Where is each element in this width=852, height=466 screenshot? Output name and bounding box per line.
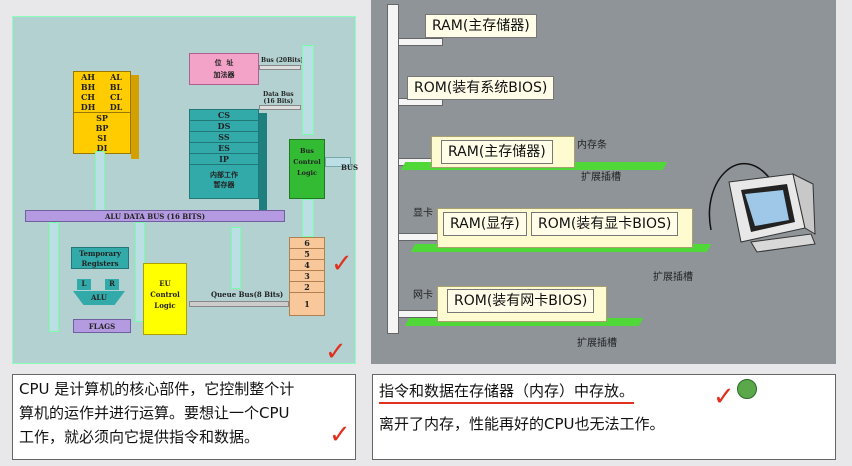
reg-ah: AH — [81, 72, 95, 82]
alu-data-bus: ALU DATA BUS (16 BITS) — [25, 210, 285, 222]
reg-bl: BL — [109, 82, 123, 92]
cpu-description: CPU 是计算机的核心部件，它控制整个计 算机的运作并进行运算。要想让一个CPU… — [12, 374, 356, 460]
segment-registers: CS DS SS ES IP 内部工作 暂存器 — [189, 109, 259, 199]
checkmark-annotation: ✓ — [331, 249, 353, 279]
reg-bp: BP — [95, 123, 109, 133]
reg-ip: IP — [190, 154, 258, 165]
flags-register: FLAGS — [73, 319, 131, 333]
queue-2: 2 — [290, 282, 324, 293]
alu-r: R — [105, 279, 119, 290]
expansion-slot-label: 扩展插槽 — [653, 272, 693, 283]
alu-l: L — [77, 279, 91, 290]
reg-es: ES — [190, 143, 258, 154]
cpu-text-line-1: CPU 是计算机的核心部件，它控制整个计 — [19, 380, 295, 398]
cpu-text-line-3: 工作，就必须向它提供指令和数据。 — [19, 428, 260, 446]
reg-ch: CH — [81, 92, 95, 102]
queue-5: 5 — [290, 249, 324, 260]
ram-stick-box: RAM(主存储器) — [441, 140, 553, 164]
system-bus — [387, 4, 399, 334]
reg-cl: CL — [110, 92, 122, 102]
gpu-ram-box: RAM(显存) — [443, 212, 527, 236]
checkmark-annotation: ✓ — [713, 382, 735, 412]
bus-label: BUS — [341, 163, 359, 172]
ram-main-box: RAM(主存储器) — [425, 14, 537, 38]
cursor-indicator — [737, 379, 757, 399]
queue-1: 1 — [304, 299, 310, 309]
reg-ss: SS — [190, 132, 258, 143]
queue-3: 3 — [290, 271, 324, 282]
memory-text-line-1: 指令和数据在存储器（内存）中存放。 — [379, 380, 635, 404]
queue-6: 6 — [290, 238, 324, 249]
internal-temp-register: 内部工作 暂存器 — [210, 170, 238, 189]
queue-4: 4 — [290, 260, 324, 271]
temporary-registers: Temporary Registers — [71, 247, 129, 269]
reg-dh: DH — [80, 102, 96, 112]
reg-si: SI — [97, 133, 107, 143]
graphics-card-label: 显卡 — [413, 208, 433, 219]
checkmark-annotation: ✓ — [329, 420, 351, 450]
network-card-label: 网卡 — [413, 290, 433, 301]
rom-system-bios-box: ROM(装有系统BIOS) — [407, 76, 555, 100]
reg-ds: DS — [190, 121, 258, 132]
gpu-rom-box: ROM(装有显卡BIOS) — [531, 212, 679, 236]
monitor-icon — [708, 163, 816, 253]
memory-description: 指令和数据在存储器（内存）中存放。 离开了内存，性能再好的CPU也无法工作。 ✓ — [372, 374, 836, 460]
reg-al: AL — [110, 72, 122, 82]
nic-rom-box: ROM(装有网卡BIOS) — [447, 289, 595, 313]
instruction-queue: 6 5 4 3 2 1 — [289, 237, 325, 316]
queue-bus-label: Queue Bus(8 Bits) — [211, 290, 284, 299]
data-bus-label: Data Bus (16 Bits) — [263, 91, 294, 105]
reg-di: DI — [96, 143, 108, 153]
reg-sp: SP — [74, 112, 130, 123]
expansion-slot-label: 扩展插槽 — [577, 338, 617, 349]
memory-diagram: RAM(主存储器) ROM(装有系统BIOS) RAM(主存储器) 内存条 扩展… — [371, 0, 836, 364]
checkmark-annotation: ✓ — [325, 337, 347, 367]
cpu-text-line-2: 算机的运作并进行运算。要想让一个CPU — [19, 404, 290, 422]
bus-20-label: Bus (20Bits) — [261, 57, 304, 64]
address-adder: 位 址 加法器 — [189, 53, 259, 85]
eu-control-logic: EU Control Logic — [143, 263, 187, 335]
general-registers: AH AL BH BL CH CL DH DL SP BP SI DI — [73, 71, 131, 154]
memory-stick-label: 内存条 — [577, 140, 607, 151]
reg-dl: DL — [109, 102, 123, 112]
reg-bh: BH — [80, 82, 96, 92]
reg-cs: CS — [190, 110, 258, 121]
alu: ALU — [73, 291, 125, 305]
expansion-slot-label: 扩展插槽 — [581, 172, 621, 183]
bus-control-logic: Bus Control Logic — [289, 139, 325, 199]
memory-text-line-2: 离开了内存，性能再好的CPU也无法工作。 — [379, 415, 665, 433]
